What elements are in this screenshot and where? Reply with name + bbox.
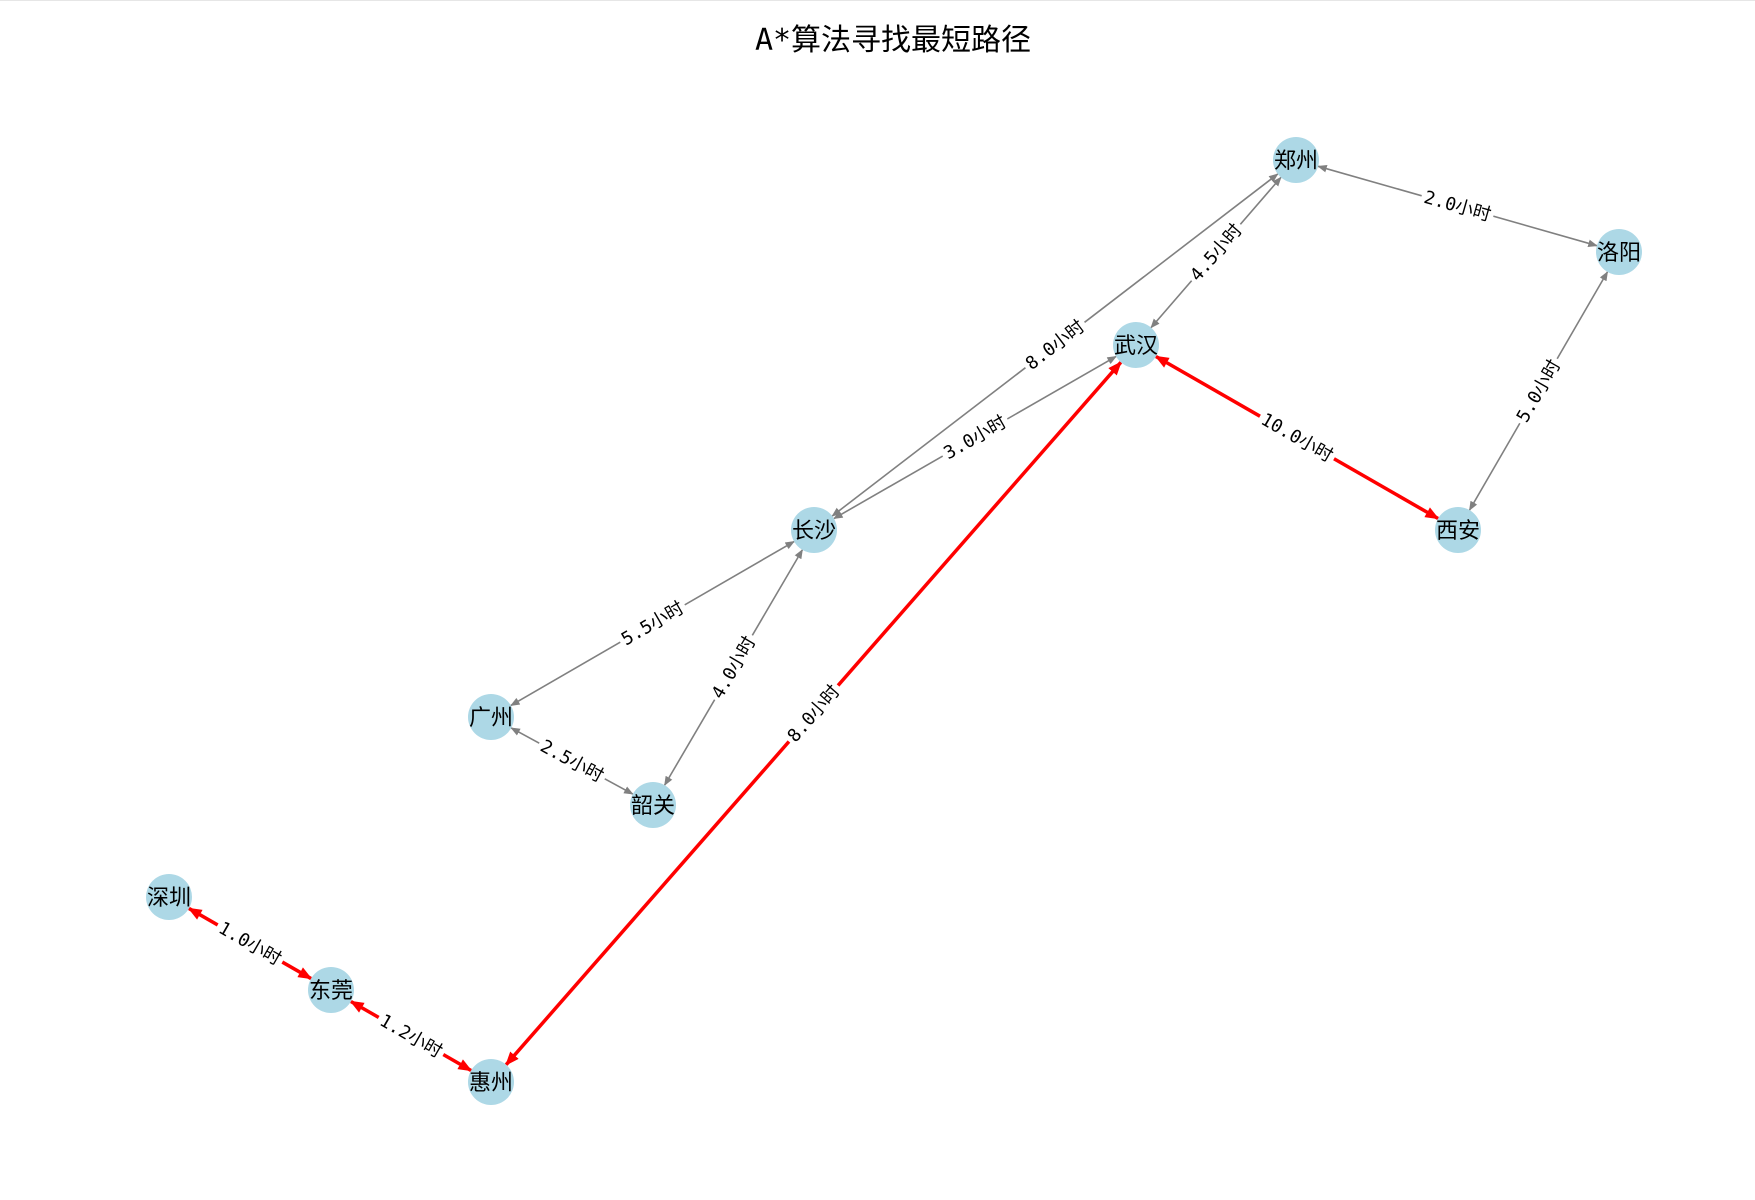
node-circle	[308, 967, 354, 1013]
node-guangzhou: 广州	[468, 694, 514, 740]
node-wuhan: 武汉	[1113, 322, 1159, 368]
edge-label-background	[211, 915, 288, 973]
node-label: 广州	[469, 706, 513, 731]
edge-label-background	[1510, 353, 1568, 430]
node-label: 西安	[1436, 519, 1480, 544]
node-label: 武汉	[1114, 334, 1158, 359]
edge-label-background	[1183, 217, 1250, 289]
node-label: 惠州	[469, 1071, 513, 1096]
node-circle	[1596, 229, 1642, 275]
node-circle	[146, 874, 192, 920]
node-circle	[1273, 137, 1319, 183]
node-circle	[630, 782, 676, 828]
node-zhengzhou: 郑州	[1273, 137, 1319, 183]
node-dongguan: 东莞	[308, 967, 354, 1013]
node-label: 东莞	[309, 979, 353, 1004]
node-circle	[468, 1059, 514, 1105]
edge-label-background	[372, 1007, 449, 1065]
edge-label-background	[1418, 185, 1497, 228]
node-label: 深圳	[147, 886, 191, 911]
graph-title: A*算法寻找最短路径	[755, 23, 1031, 58]
node-label: 长沙	[792, 519, 836, 544]
node-changsha: 长沙	[791, 507, 837, 553]
node-shenzhen: 深圳	[146, 874, 192, 920]
node-label: 洛阳	[1597, 241, 1641, 266]
node-shaoguan: 韶关	[630, 782, 676, 828]
node-luoyang: 洛阳	[1596, 229, 1642, 275]
edge-label-background	[533, 733, 610, 790]
node-circle	[1113, 322, 1159, 368]
edge-label-background	[705, 629, 763, 706]
node-huizhou: 惠州	[468, 1059, 514, 1105]
node-label: 韶关	[631, 794, 675, 819]
node-xian: 西安	[1435, 507, 1481, 553]
node-circle	[468, 694, 514, 740]
edge-label-background	[1018, 313, 1092, 378]
node-label: 郑州	[1274, 149, 1318, 174]
node-circle	[791, 507, 837, 553]
node-circle	[1435, 507, 1481, 553]
